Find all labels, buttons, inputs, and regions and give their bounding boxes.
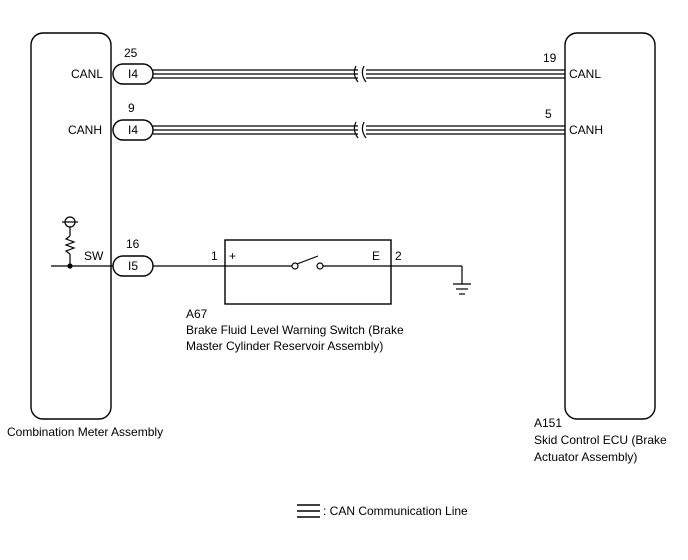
connector-i4-canl: I4 — [112, 63, 154, 85]
switch-pin-1: 1 — [211, 249, 218, 263]
connector-i4-canl-label: I4 — [128, 67, 138, 81]
pin-number-16: 16 — [126, 237, 140, 251]
connector-i4-canh-label: I4 — [128, 123, 138, 137]
warning-switch-box — [224, 239, 392, 305]
ecu-name-line2: Actuator Assembly) — [534, 450, 637, 464]
ecu-code: A151 — [534, 416, 562, 430]
connector-i4-canh: I4 — [112, 119, 154, 141]
can-line-legend-icon — [297, 504, 320, 518]
ecu-name-line1: Skid Control ECU (Brake — [534, 433, 667, 447]
pin-number-9: 9 — [128, 101, 135, 115]
pin-number-5: 5 — [545, 107, 552, 121]
connector-i5-sw-label: I5 — [128, 259, 138, 273]
canh-wire — [153, 121, 565, 139]
junction-dot — [67, 263, 73, 269]
switch-plus-label: + — [229, 249, 236, 263]
pin-number-25: 25 — [124, 46, 138, 60]
pin-label-canl-right: CANL — [569, 67, 601, 81]
pin-label-canh-left: CANH — [68, 123, 102, 137]
skid-control-ecu-box — [564, 32, 656, 420]
pin-number-19: 19 — [543, 51, 557, 65]
internal-pullup-circuit — [51, 216, 113, 267]
ground-icon — [453, 283, 471, 295]
switch-name-line2: Master Cylinder Reservoir Assembly) — [186, 339, 383, 353]
switch-name-line1: Brake Fluid Level Warning Switch (Brake — [186, 323, 404, 337]
canl-wire — [153, 65, 565, 83]
switch-pin-2: 2 — [395, 249, 402, 263]
legend-label: : CAN Communication Line — [323, 504, 468, 518]
pin-label-canh-right: CANH — [569, 123, 603, 137]
combination-meter-name: Combination Meter Assembly — [7, 425, 163, 439]
switch-wire — [153, 265, 463, 284]
pin-label-sw: SW — [84, 249, 104, 263]
switch-contact-icon — [225, 255, 391, 270]
switch-e-label: E — [372, 249, 380, 263]
switch-code: A67 — [186, 307, 208, 321]
connector-i5-sw: I5 — [112, 255, 154, 277]
combination-meter-box — [30, 32, 112, 420]
pin-label-canl-left: CANL — [71, 67, 103, 81]
